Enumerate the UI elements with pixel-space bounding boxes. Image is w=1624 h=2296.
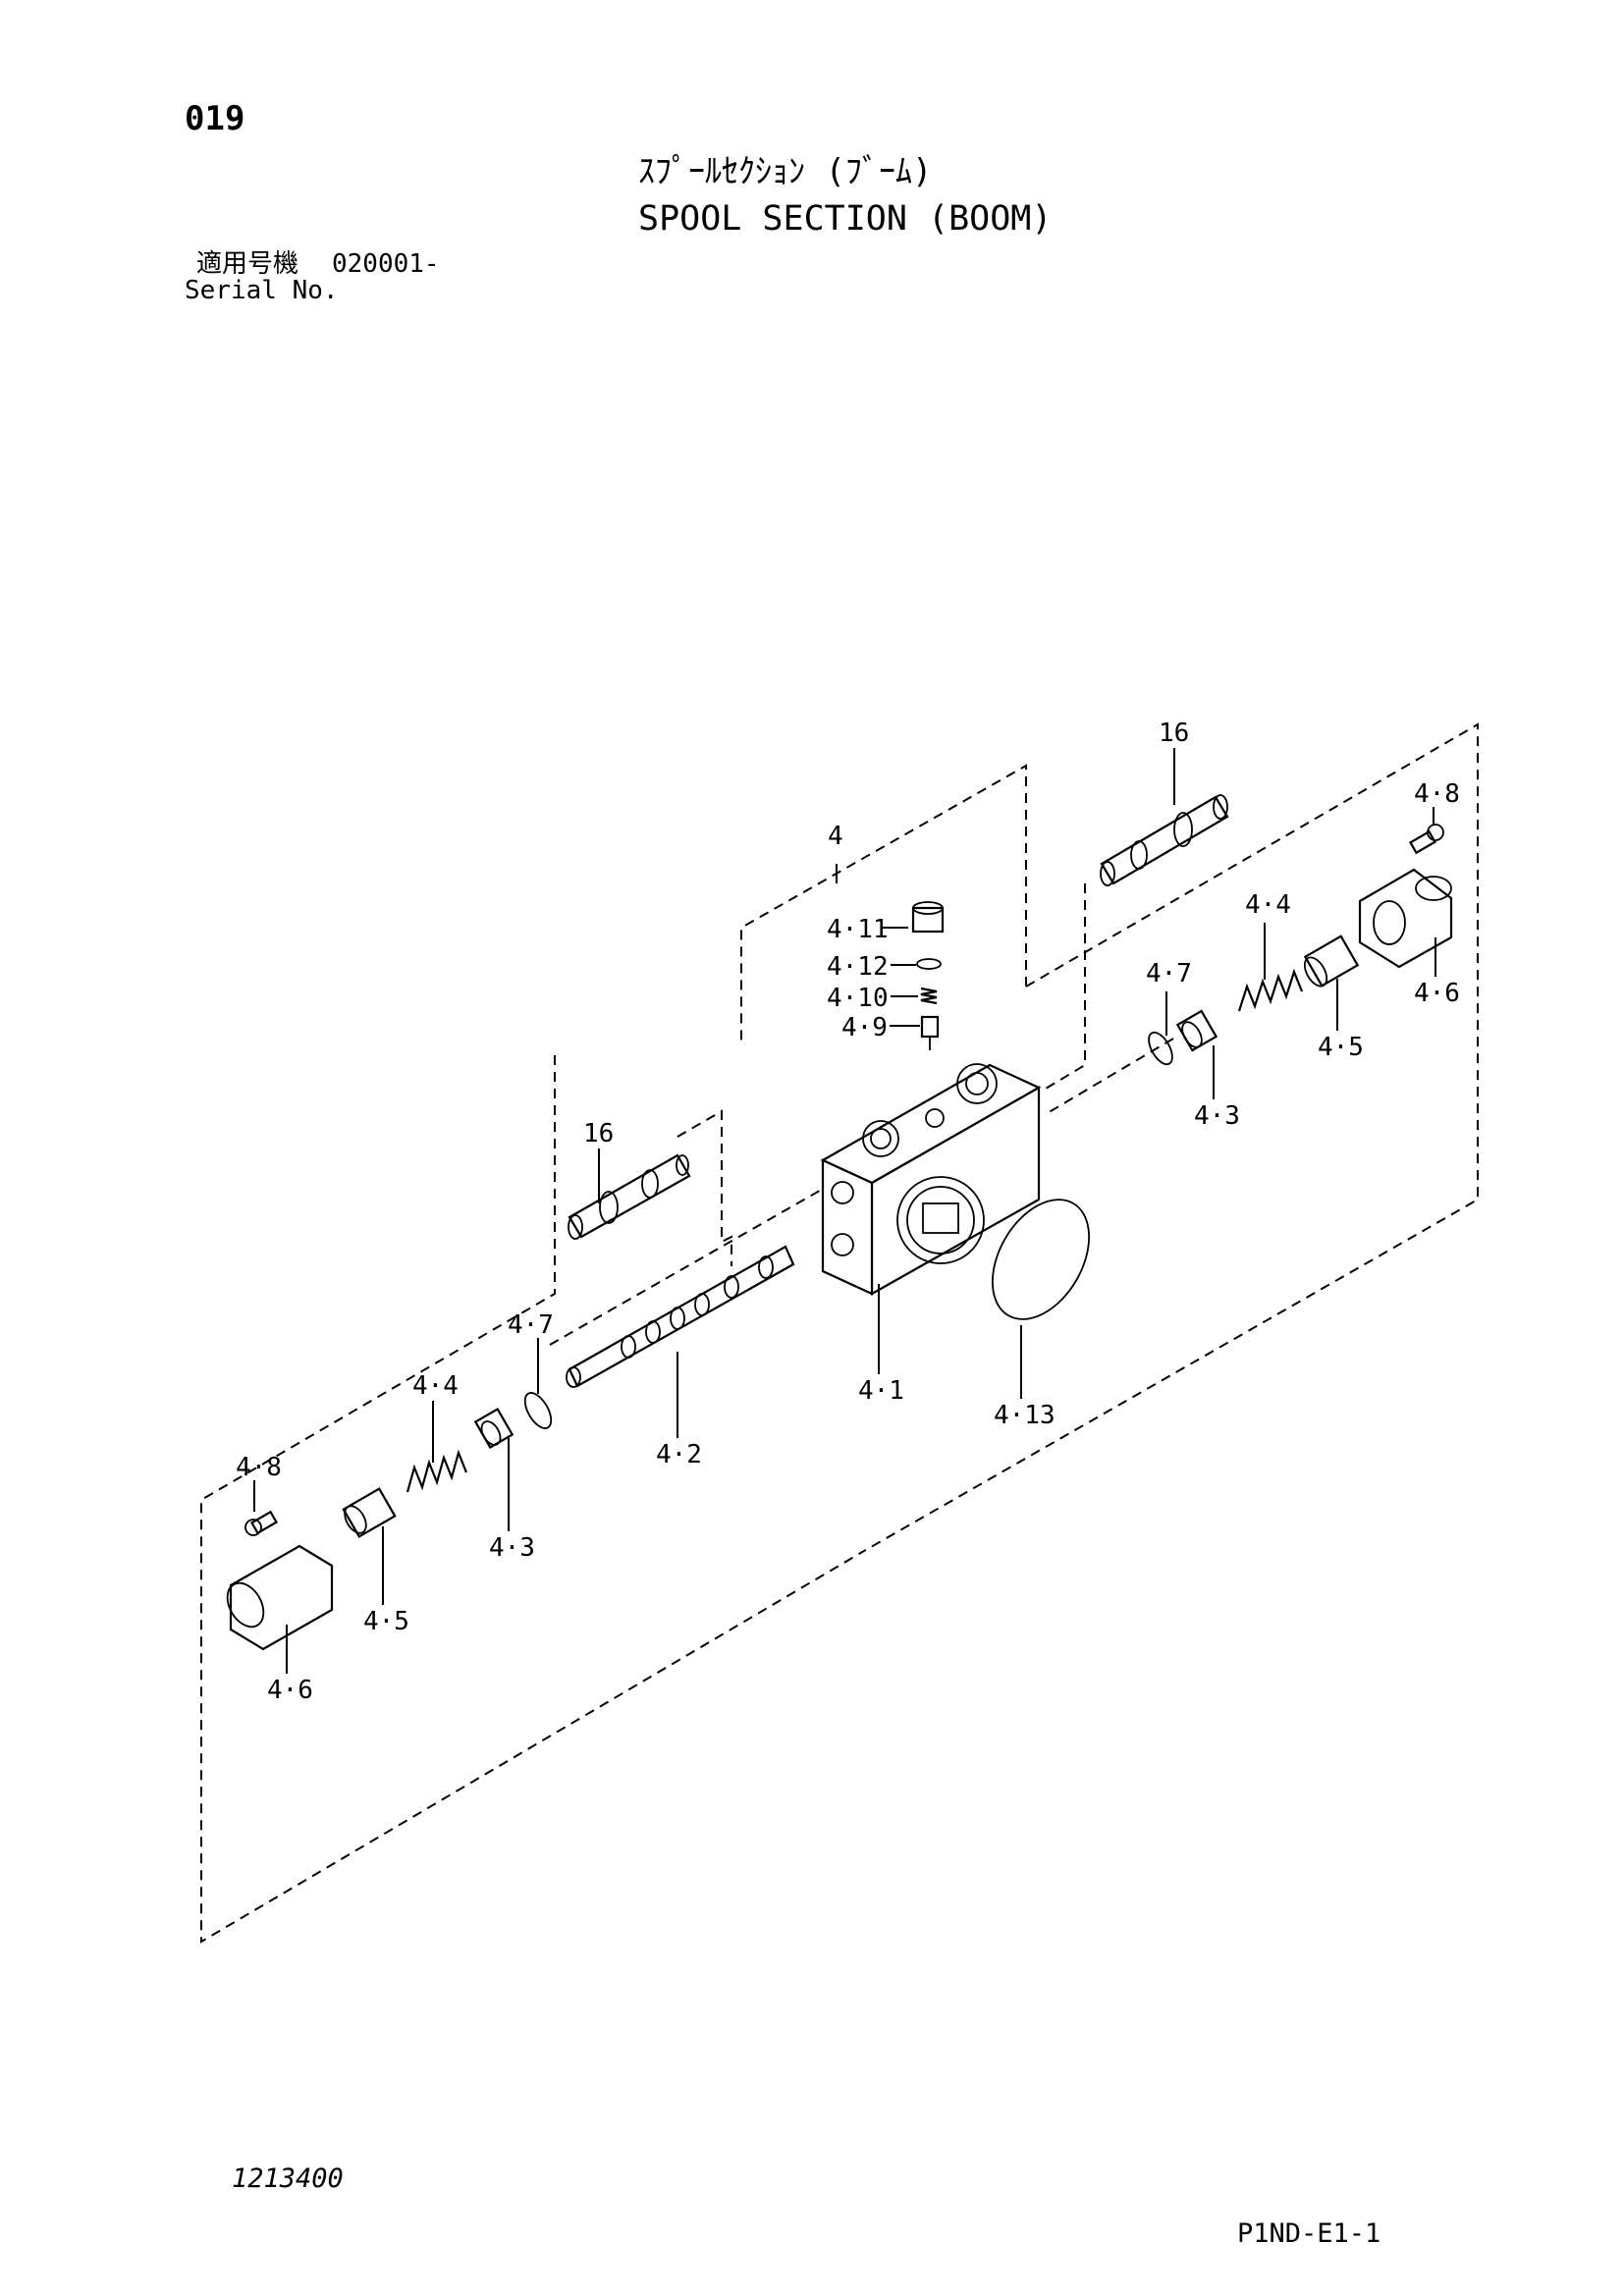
callout-4-9: 4·9: [841, 1013, 888, 1042]
spring-seat-4-5-left: [342, 1487, 397, 1538]
spring-seat-4-5-right: [1303, 934, 1360, 988]
callout-4-3-left: 4·3: [489, 1533, 535, 1563]
spring-4-4-right: [1237, 968, 1304, 1012]
callout-4-11: 4·11: [827, 915, 889, 944]
callout-4-6-right: 4·6: [1414, 979, 1460, 1008]
plug-4-11: [911, 901, 945, 934]
drawing-number: 1213400: [232, 2163, 344, 2194]
spring-4-10: [920, 987, 938, 1005]
spool-4-2: [566, 1245, 795, 1388]
callout-4-10: 4·10: [827, 984, 889, 1013]
bolt-4-8-right: [1408, 824, 1444, 855]
relief-valve-16-left: [568, 1153, 691, 1240]
page-code: P1ND-E1-1: [1237, 2218, 1381, 2249]
o-ring-4-7-left: [523, 1392, 553, 1429]
serial-number-value: 020001-: [332, 249, 440, 279]
callout-16-left: 16: [583, 1119, 614, 1148]
callout-4-13: 4·13: [994, 1401, 1056, 1430]
callout-4-4-left: 4·4: [412, 1371, 459, 1401]
callout-4-7-right: 4·7: [1146, 959, 1192, 988]
title-japanese: ｽﾌﾟｰﾙｾｸｼｮﾝ (ﾌﾞｰﾑ): [638, 152, 933, 191]
callout-4-6-left: 4·6: [267, 1676, 313, 1705]
bolt-4-8-left: [244, 1510, 279, 1536]
serial-label-english: Serial No.: [185, 276, 339, 305]
title-english: SPOOL SECTION (BOOM): [638, 199, 1053, 239]
relief-valve-16-top: [1100, 794, 1229, 886]
serial-label-japanese: 適用号機: [196, 249, 299, 279]
spring-seat-4-3-left: [473, 1408, 514, 1449]
assembly-boundary-upper: [740, 764, 1027, 1041]
assembly-boundary-right: [863, 722, 1479, 1552]
valve-16-left-guide: [677, 1109, 732, 1266]
callout-16-top: 16: [1159, 719, 1189, 748]
page-number: 019: [185, 99, 245, 138]
callout-4-8-left: 4·8: [236, 1453, 282, 1482]
assembly-boundary-left: [200, 1055, 865, 1944]
callout-4-8-right: 4·8: [1414, 779, 1460, 809]
spring-seat-4-3-right: [1175, 1009, 1218, 1052]
o-ring-4-12: [916, 958, 942, 970]
poppet-4-9: [920, 1015, 940, 1050]
callout-4-3-right: 4·3: [1194, 1101, 1240, 1131]
spool-axis-left-guide: [549, 1187, 826, 1346]
valve-16-right-guide: [1040, 883, 1086, 1093]
callout-4-7-left: 4·7: [508, 1310, 554, 1340]
callout-4-2: 4·2: [656, 1440, 702, 1469]
spring-4-4-left: [406, 1449, 468, 1493]
o-ring-4-7-right: [1148, 1031, 1173, 1066]
cap-4-6-right: [1358, 868, 1453, 969]
callout-4-5-left: 4·5: [363, 1607, 409, 1636]
callout-4-5-right: 4·5: [1318, 1033, 1364, 1062]
callout-4-1: 4·1: [858, 1376, 904, 1406]
callout-4-4-right: 4·4: [1245, 890, 1291, 920]
o-ring-4-13: [991, 1199, 1091, 1320]
valve-housing-4-1: [820, 1063, 1042, 1296]
callout-4: 4: [828, 822, 843, 851]
callout-4-12: 4·12: [827, 952, 889, 982]
cap-4-6-left: [226, 1544, 334, 1651]
